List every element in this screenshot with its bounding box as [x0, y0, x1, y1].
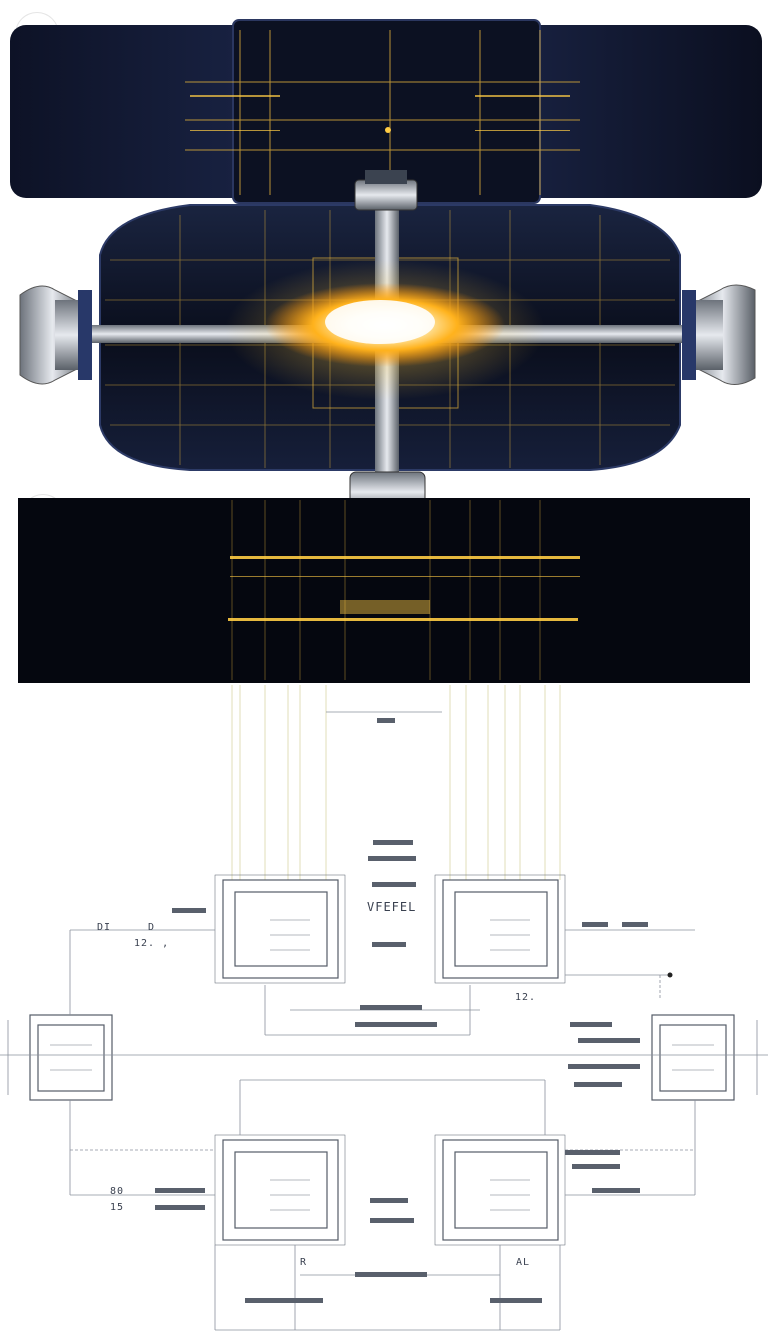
label-vfefel: VFEFEL	[367, 900, 417, 914]
feed-lines	[231, 685, 561, 880]
placeholder-label-bars	[155, 718, 648, 1303]
module-detail-ticks	[50, 919, 714, 1211]
lower-tank	[18, 498, 750, 683]
left-nozzle	[19, 285, 92, 385]
label-12-left: 12. ,	[134, 938, 170, 949]
right-nozzle	[682, 284, 756, 385]
label-12-right: 12.	[515, 992, 537, 1003]
label-al: AL	[516, 1257, 531, 1268]
label-r: R	[300, 1257, 308, 1268]
schematic-frames	[29, 874, 735, 1246]
label-d: D	[148, 922, 156, 933]
label-d1: DI	[97, 922, 112, 933]
label-15: 15	[110, 1202, 125, 1213]
label-80: 80	[110, 1186, 125, 1197]
schematic-connectors	[0, 929, 768, 1331]
core-flame	[225, 260, 545, 400]
